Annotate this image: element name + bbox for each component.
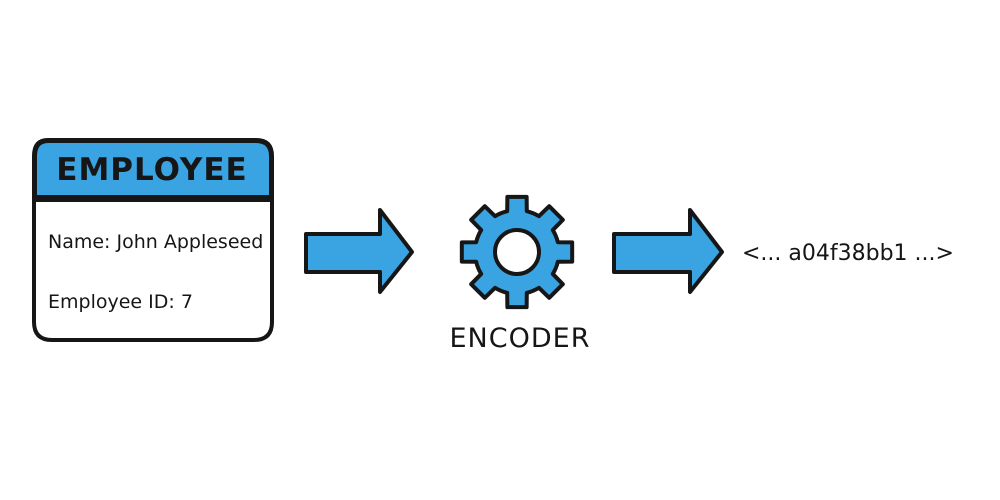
arrow-to-output [612,208,724,294]
employee-card [32,138,274,342]
employee-name: Name: John Appleseed [48,231,264,253]
employee-card-title: EMPLOYEE [56,152,248,188]
encoder-label: ENCODER [449,323,591,354]
employee-card-header [33,139,273,199]
encoded-output: <... a04f38bb1 ...> [742,241,954,266]
arrow-to-encoder [304,208,414,294]
gear-icon [459,194,575,310]
employee-id: Employee ID: 7 [48,291,193,313]
